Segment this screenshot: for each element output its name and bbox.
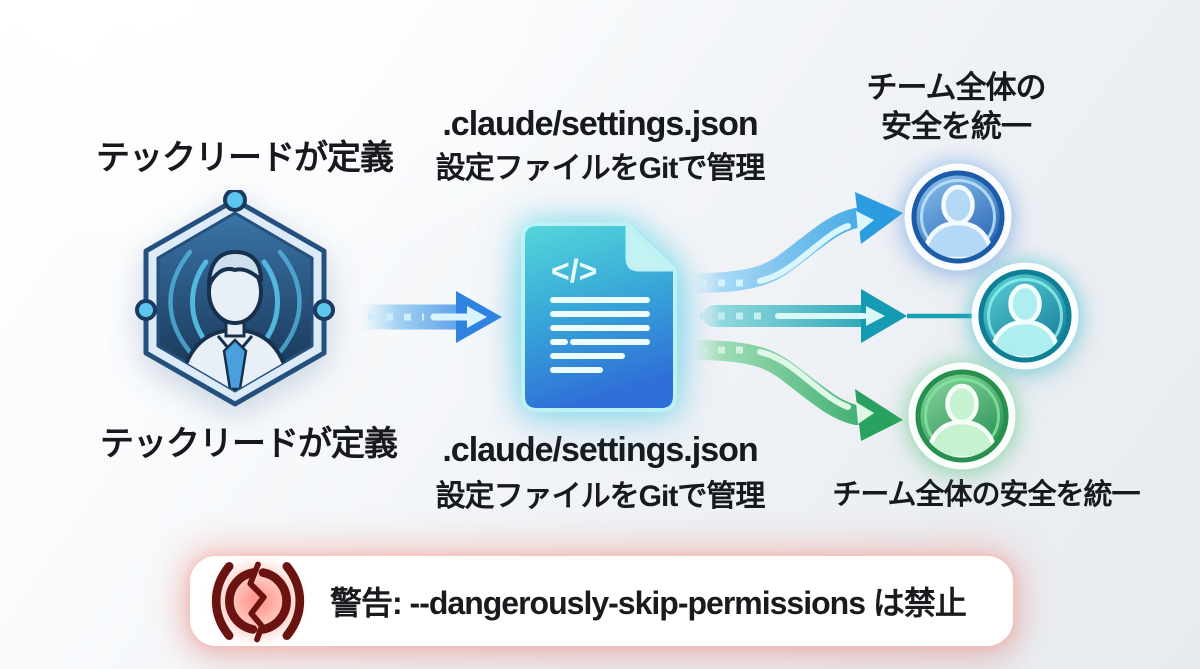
arrow-document-to-avatar-middle bbox=[700, 289, 980, 343]
team-top-label-line2: 安全を統一 bbox=[881, 109, 1032, 144]
tech-lead-top-label: テックリードが定義 bbox=[96, 139, 394, 177]
team-bottom-label: チーム全体の安全を統一 bbox=[832, 479, 1140, 511]
broken-circle-warning-icon bbox=[211, 561, 305, 643]
settings-file-top-label-line1: .claude/settings.json bbox=[442, 105, 758, 143]
arrow-document-to-avatar-top bbox=[686, 192, 903, 293]
arrow-techlead-to-document bbox=[349, 291, 502, 343]
document-text-lines bbox=[550, 297, 650, 373]
user-avatar-green-icon bbox=[908, 362, 1016, 470]
hexagon-node-top bbox=[223, 190, 247, 212]
warning-banner: 警告: --dangerously-skip-permissions は禁止 bbox=[190, 546, 1013, 656]
hexagon-node-left bbox=[135, 299, 157, 321]
user-avatar-blue-icon bbox=[904, 163, 1012, 271]
tech-lead-hexagon-user-icon bbox=[135, 190, 335, 407]
settings-file-top-label: .claude/settings.json 設定ファイルをGitで管理 bbox=[415, 104, 785, 187]
team-top-label: チーム全体の 安全を統一 bbox=[836, 68, 1076, 146]
tech-lead-bottom-label: テックリードが定義 bbox=[100, 425, 398, 463]
warning-text: 警告: --dangerously-skip-permissions は禁止 bbox=[330, 585, 967, 621]
user-avatar-teal-icon bbox=[971, 262, 1079, 370]
settings-file-bottom-label-line2: 設定ファイルをGitで管理 bbox=[435, 479, 766, 513]
team-top-label-line1: チーム全体の bbox=[866, 70, 1046, 105]
code-glyph: </> bbox=[551, 253, 597, 289]
hexagon-node-right bbox=[313, 299, 335, 321]
arrow-document-to-avatar-bottom bbox=[686, 340, 903, 441]
warning-icon-wrap bbox=[196, 546, 320, 656]
settings-file-top-label-line2: 設定ファイルをGitで管理 bbox=[435, 151, 766, 185]
code-document-icon: </> bbox=[521, 222, 677, 412]
settings-file-bottom-label: .claude/settings.json 設定ファイルをGitで管理 bbox=[415, 430, 785, 515]
